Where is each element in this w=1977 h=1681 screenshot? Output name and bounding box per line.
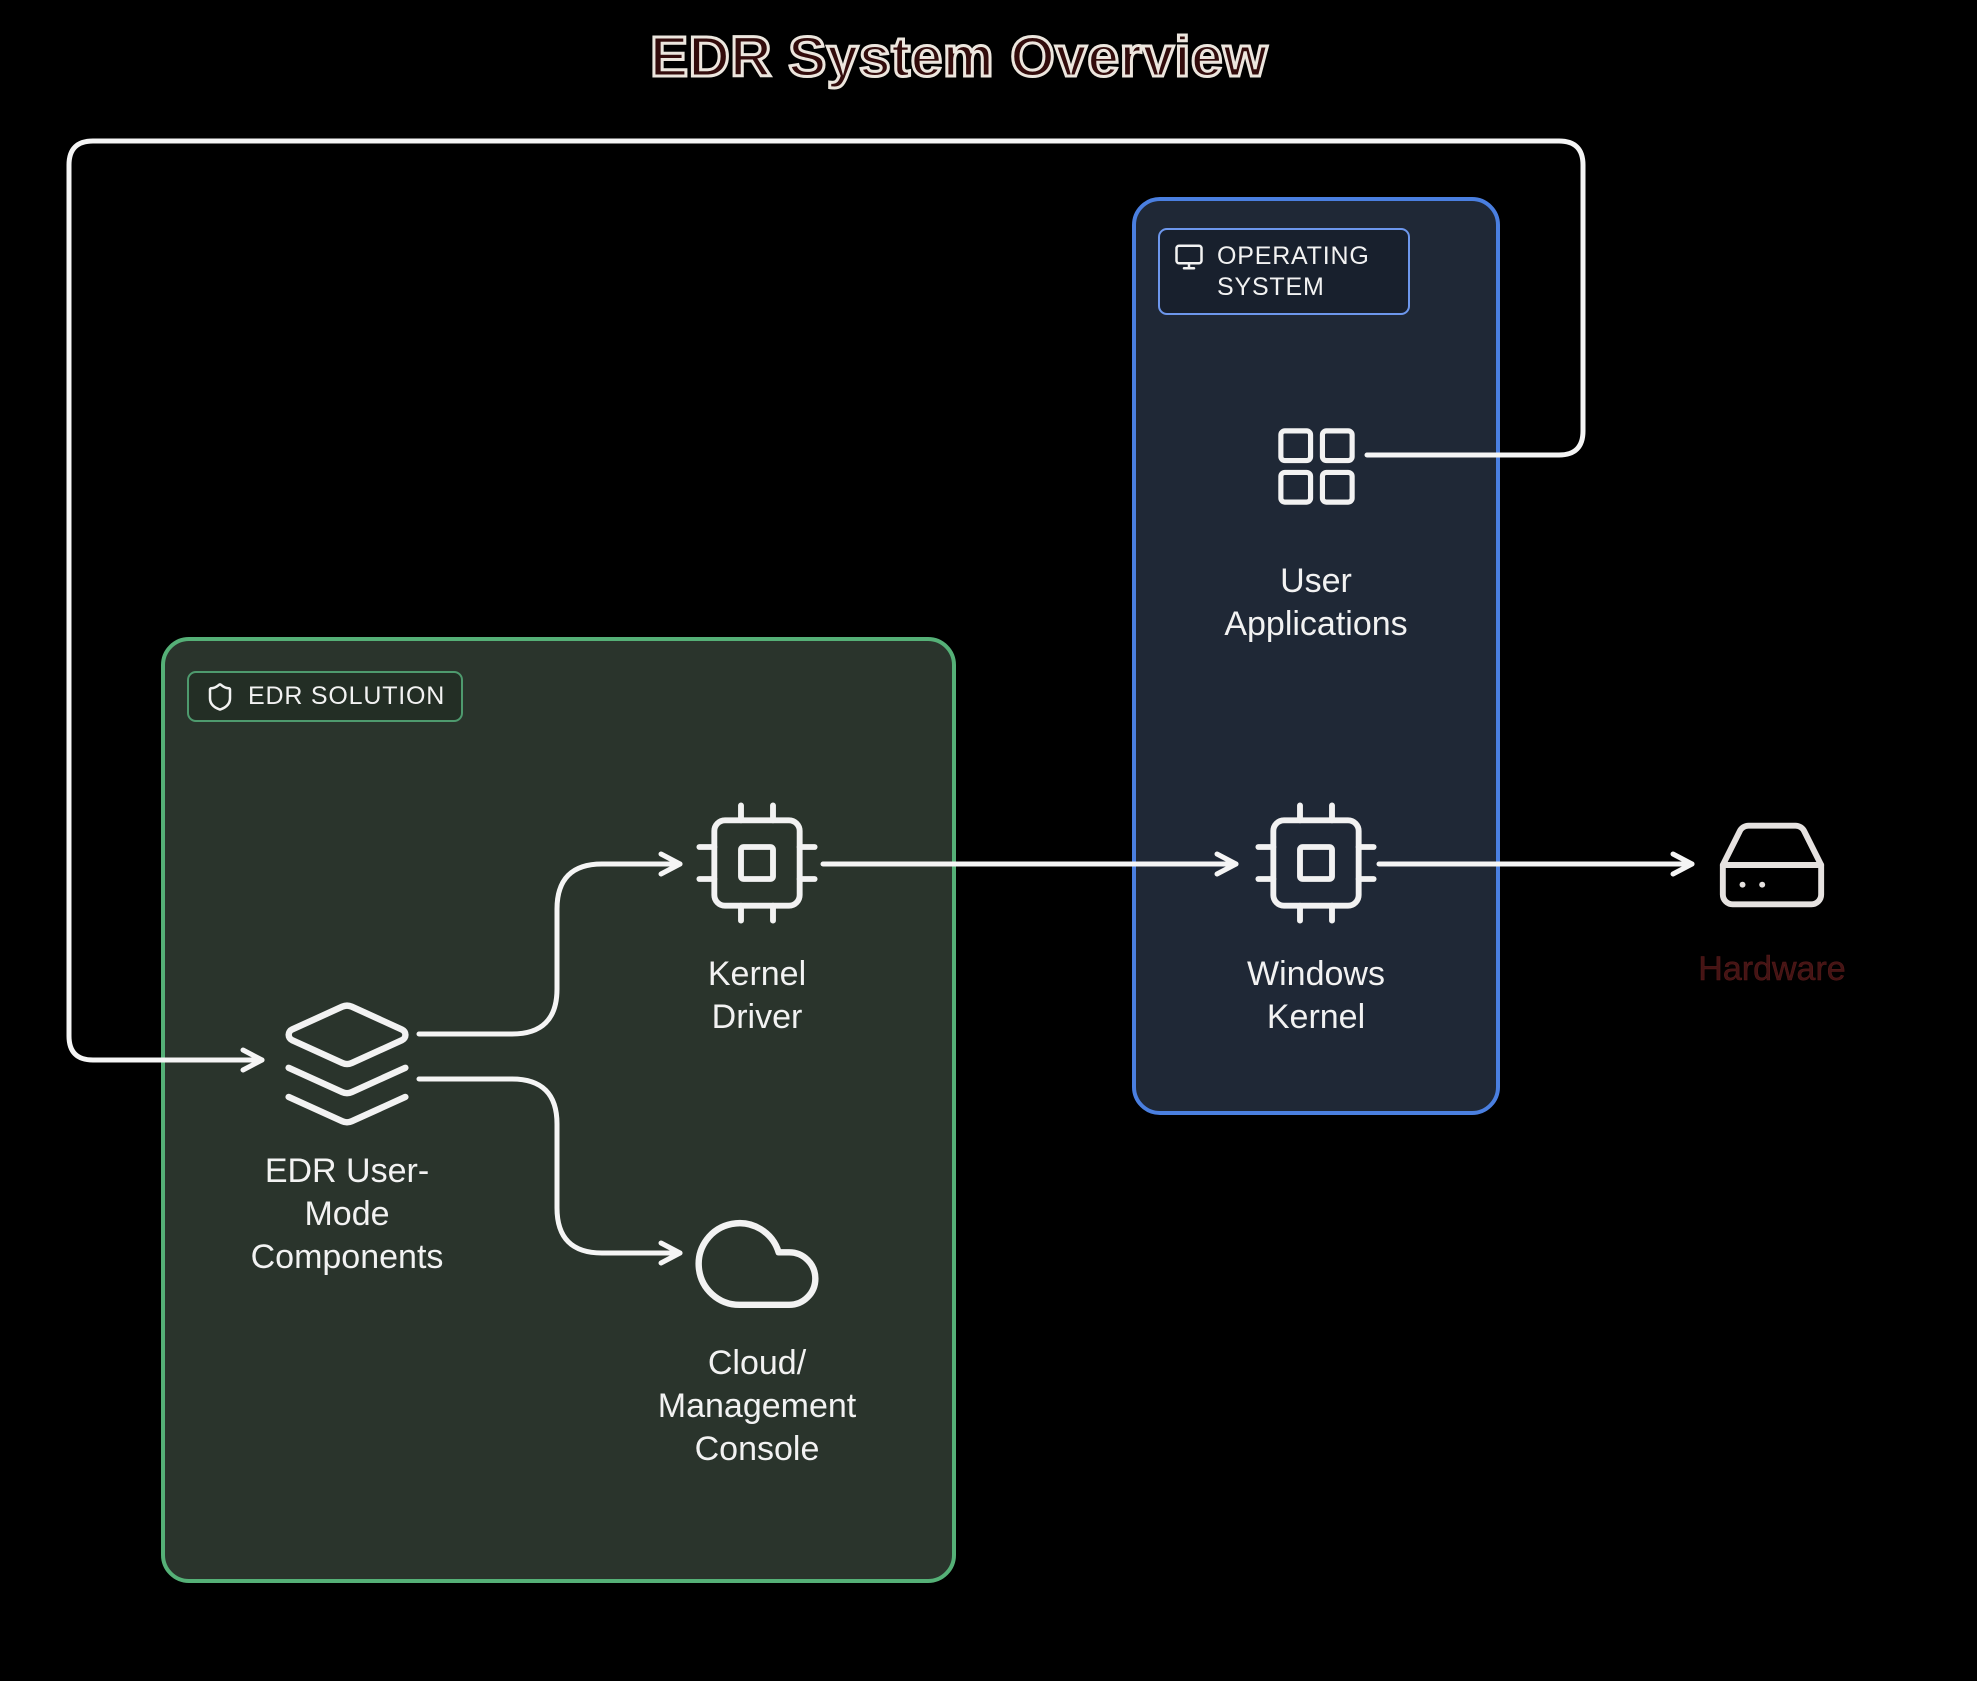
edr-solution-label-text: EDR SOLUTION: [248, 682, 446, 711]
node-cloud-management-console-label: Cloud/ Management Console: [657, 1344, 857, 1468]
node-cloud-management-console: Cloud/ Management Console: [597, 1194, 917, 1470]
node-edr-user-mode-components: EDR User- Mode Components: [187, 994, 507, 1278]
monitor-icon: [1174, 242, 1204, 272]
node-user-applications: User Applications: [1156, 419, 1476, 646]
hard-drive-icon: [1713, 806, 1831, 924]
cpu-icon: [1252, 799, 1380, 927]
layout-grid-icon: [1269, 419, 1364, 514]
node-windows-kernel: Windows Kernel: [1156, 799, 1476, 1039]
node-edr-user-mode-components-label: EDR User- Mode Components: [250, 1152, 444, 1276]
operating-system-label-text: OPERATING SYSTEM: [1217, 242, 1370, 301]
cloud-icon: [687, 1194, 827, 1334]
node-kernel-driver: Kernel Driver: [597, 799, 917, 1039]
diagram-title: EDR System Overview: [649, 24, 1269, 91]
node-user-applications-label: User Applications: [1224, 562, 1408, 643]
edr-solution-label: EDR SOLUTION: [187, 671, 464, 722]
layers-icon: [277, 994, 417, 1134]
node-hardware: Hardware: [1612, 806, 1932, 991]
shield-icon: [205, 682, 235, 712]
node-kernel-driver-label: Kernel Driver: [707, 955, 807, 1036]
node-windows-kernel-label: Windows Kernel: [1247, 955, 1385, 1036]
cpu-icon: [693, 799, 821, 927]
operating-system-label: OPERATING SYSTEM: [1158, 228, 1410, 315]
node-hardware-label: Hardware: [1698, 950, 1846, 988]
